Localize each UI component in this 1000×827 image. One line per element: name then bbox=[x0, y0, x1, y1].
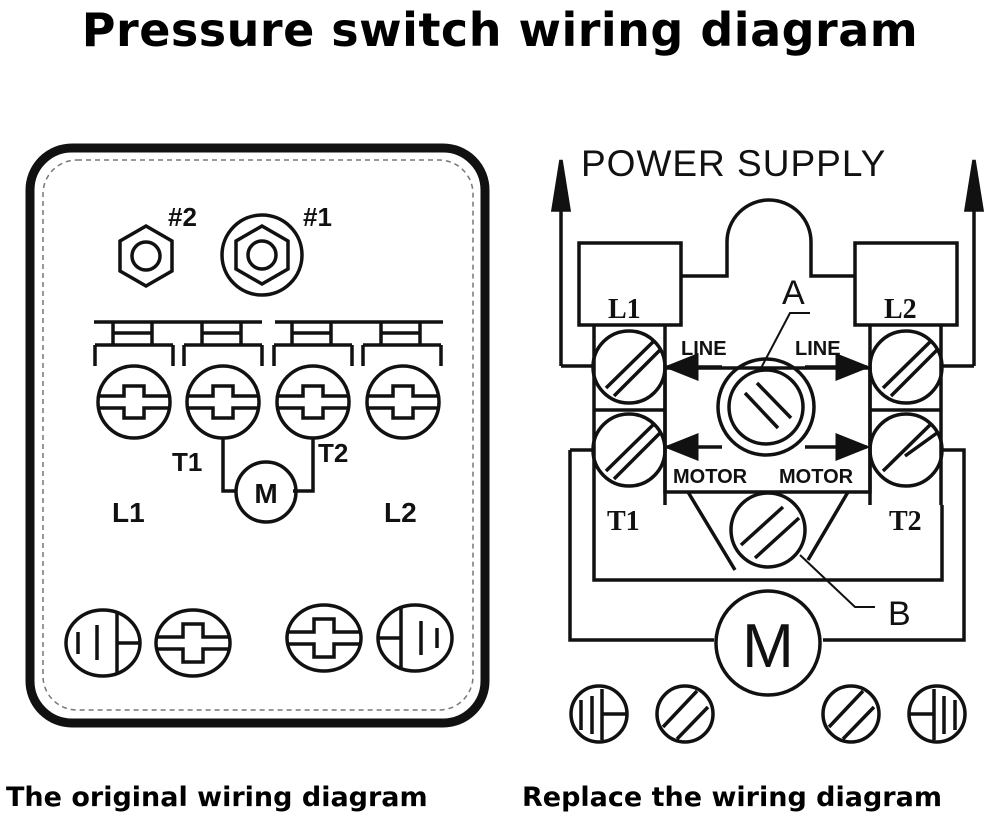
phillips-screw-left-icon bbox=[154, 608, 232, 678]
power-arrowhead-left-icon bbox=[550, 159, 572, 212]
callout-b-line bbox=[799, 554, 875, 608]
ground-screw-left-icon bbox=[64, 608, 142, 678]
terminal-clamps bbox=[93, 320, 443, 366]
terminal-box-l1 bbox=[577, 241, 683, 327]
motor-icon bbox=[234, 460, 298, 524]
line-label-left: LINE bbox=[681, 338, 727, 360]
phillips-screw-right-icon bbox=[285, 603, 363, 673]
screw-t1-icon bbox=[591, 412, 667, 488]
motor-label: M bbox=[742, 612, 794, 681]
terminal-t2-label: T2 bbox=[889, 506, 922, 537]
motor-wire bbox=[221, 438, 315, 493]
nut-2-label: #2 bbox=[168, 202, 197, 232]
bridge-wire bbox=[681, 198, 855, 278]
ground-screw-left-icon bbox=[569, 684, 629, 744]
screw-t1-icon bbox=[185, 364, 261, 440]
terminal-t1-label: T1 bbox=[172, 447, 202, 477]
slotted-screw-left-icon bbox=[655, 684, 715, 744]
original-diagram-caption: The original wiring diagram bbox=[6, 782, 428, 813]
page-title: Pressure switch wiring diagram bbox=[81, 3, 919, 57]
power-arrowhead-right-icon bbox=[963, 159, 985, 212]
terminal-l2-label: L2 bbox=[884, 294, 917, 325]
terminal-l1-label: L1 bbox=[112, 497, 145, 528]
replacement-wiring-diagram bbox=[550, 159, 985, 744]
motor-label: M bbox=[254, 478, 277, 509]
screw-l2-icon bbox=[868, 329, 944, 405]
nut-2-icon bbox=[118, 223, 174, 289]
terminal-l1-label: L1 bbox=[608, 294, 641, 325]
original-wiring-diagram bbox=[25, 143, 490, 728]
housing-dashed-border bbox=[42, 159, 474, 711]
callout-b-label: B bbox=[888, 595, 911, 633]
nut-1-label: #1 bbox=[303, 202, 332, 232]
terminal-l2-label: L2 bbox=[384, 497, 417, 528]
terminal-box-l2 bbox=[853, 241, 959, 327]
callout-a-line bbox=[759, 312, 810, 371]
nut-1-icon bbox=[220, 213, 304, 297]
switch-housing bbox=[25, 143, 490, 728]
motor-loop-outer bbox=[568, 448, 966, 642]
terminal-t2-label: T2 bbox=[318, 438, 348, 468]
motor-label-left: MOTOR bbox=[673, 466, 748, 488]
callout-a-label: A bbox=[782, 274, 805, 312]
screw-t2-icon bbox=[275, 364, 351, 440]
motor-icon bbox=[714, 589, 822, 697]
screw-a-icon bbox=[716, 357, 816, 457]
motor-label-right: MOTOR bbox=[779, 466, 854, 488]
replacement-diagram-caption: Replace the wiring diagram bbox=[522, 782, 942, 813]
ground-screw-right-icon bbox=[376, 603, 454, 673]
screw-l2-icon bbox=[365, 364, 441, 440]
screw-b-icon bbox=[729, 491, 807, 569]
motor-loop-inner bbox=[592, 505, 944, 582]
screw-l1-icon bbox=[591, 329, 667, 405]
terminal-t1-label: T1 bbox=[607, 506, 640, 537]
screw-t2-icon bbox=[868, 412, 944, 488]
ground-screw-right-icon bbox=[907, 684, 967, 744]
line-label-right: LINE bbox=[795, 338, 841, 360]
slotted-screw-right-icon bbox=[821, 684, 881, 744]
power-supply-label: POWER SUPPLY bbox=[581, 143, 886, 184]
screw-l1-icon bbox=[96, 364, 172, 440]
